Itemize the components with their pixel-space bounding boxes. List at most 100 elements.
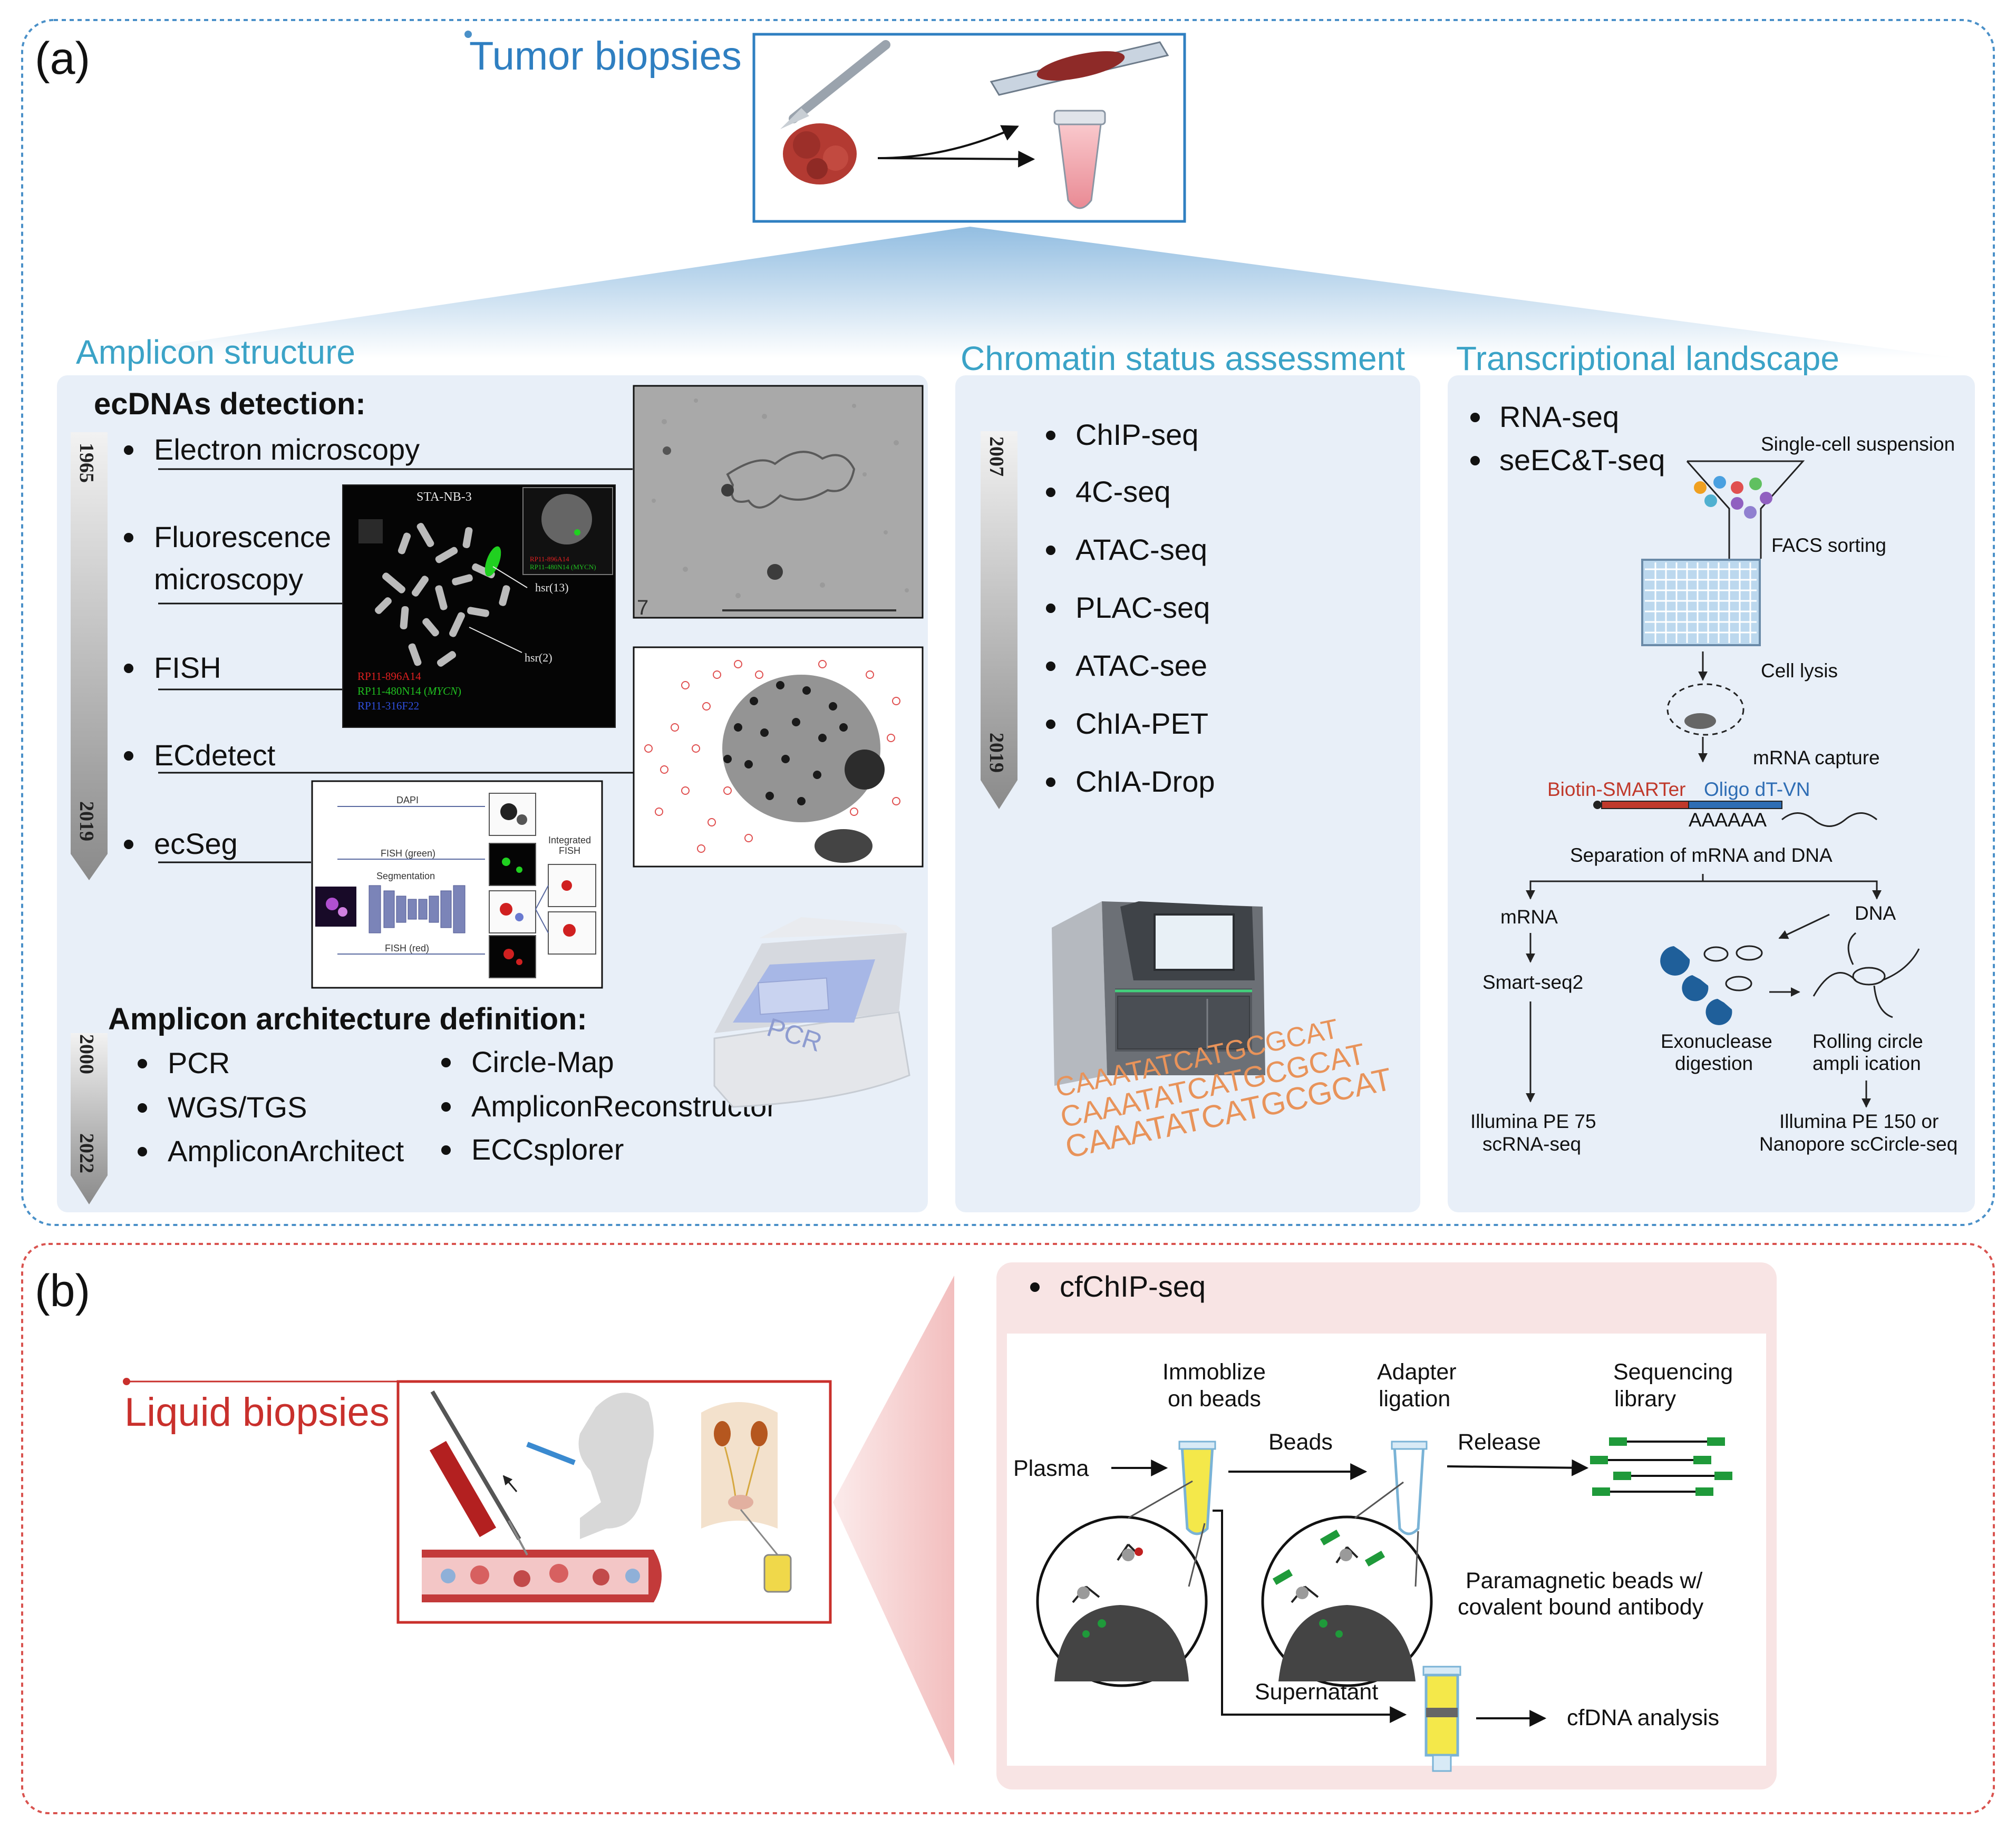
- chromatin-4c-seq: 4C-seq: [1075, 475, 1171, 508]
- arch-circle-map: Circle-Map: [471, 1045, 614, 1078]
- fish-probe3: RP11-316F22: [357, 699, 419, 712]
- illumina-75-label: Illumina PE 75: [1470, 1111, 1596, 1132]
- exonuclease-label: Exonuclease: [1661, 1030, 1772, 1052]
- item-fish: FISH: [154, 651, 221, 684]
- library-label: library: [1614, 1386, 1676, 1412]
- ecdetect-image: [633, 646, 924, 868]
- biotin-smarter-label: Biotin-SMARTer: [1547, 779, 1686, 800]
- biotin-bar: [1601, 801, 1689, 809]
- ecseg-dapi: DAPI: [396, 795, 419, 805]
- dna-label: DNA: [1855, 902, 1896, 924]
- ecseg-fish-red: FISH (red): [385, 943, 429, 954]
- beads-label: Beads: [1268, 1429, 1333, 1455]
- single-cell-label: Single-cell suspension: [1761, 433, 1955, 455]
- sequencer-illustration: [1052, 901, 1265, 1086]
- illumina-150-label: Illumina PE 150 or: [1779, 1111, 1939, 1132]
- arch-title: Amplicon architecture definition:: [108, 1002, 587, 1036]
- on-beads-label: on beads: [1168, 1386, 1261, 1412]
- ecseg-integrated: Integrated: [548, 835, 591, 845]
- transcription-panel: [1448, 375, 1975, 1212]
- rolling-circle-label: Rolling circle: [1813, 1030, 1923, 1052]
- timeline-detection: [71, 432, 108, 880]
- chromatin-chia-drop: ChIA-Drop: [1075, 765, 1215, 798]
- sequencing-library: [1590, 1437, 1732, 1496]
- cell-lysis-label: Cell lysis: [1761, 660, 1838, 682]
- fish-inset-probe1: RP11-896A14: [530, 555, 569, 563]
- ecseg-segmentation: Segmentation: [376, 871, 435, 881]
- seqlib-label: Sequencing: [1613, 1359, 1733, 1385]
- ecseg-integrated-fish: FISH: [559, 845, 580, 856]
- fish-hsr2: hsr(2): [525, 651, 553, 664]
- fish-probe2: RP11-480N14 (MYCN): [357, 685, 461, 697]
- timeline-start-2000: 2000: [75, 1034, 98, 1074]
- transcription-header: Transcriptional landscape: [1456, 339, 1839, 377]
- panel-a-label: (a): [35, 33, 90, 84]
- cfchip-workflow: Immoblize on beads Adapter ligation Sequ…: [1013, 1359, 1733, 1772]
- mrna-capture-label: mRNA capture: [1753, 747, 1880, 768]
- fish-hsr13: hsr(13): [535, 581, 569, 594]
- supernatant-label: Supernatant: [1255, 1679, 1378, 1705]
- timeline-end-2019: 2019: [75, 801, 98, 841]
- timeline-end-2022: 2022: [75, 1133, 98, 1173]
- nanopore-label: Nanopore scCircle-seq: [1759, 1133, 1957, 1155]
- cell-cluster: [1694, 476, 1772, 519]
- oligo-bar: [1688, 801, 1782, 809]
- panel-b-border: [21, 1243, 1995, 1814]
- arch-ampliconarchitect: AmpliconArchitect: [168, 1134, 404, 1168]
- panel-a-dot: [464, 31, 472, 38]
- fish-title: STA-NB-3: [416, 490, 472, 504]
- arch-pcr: PCR: [168, 1046, 230, 1079]
- transcription-list: RNA-seq seEC&T-seq: [1470, 400, 1665, 476]
- fish-inset-probe2: RP11-480N14 (MYCN): [530, 563, 596, 571]
- fish-probe1: RP11-896A14: [357, 670, 421, 683]
- ligation-label: ligation: [1379, 1386, 1450, 1412]
- timeline-chromatin: [981, 431, 1017, 809]
- amplicon-header: Amplicon structure: [76, 333, 355, 371]
- separation-label: Separation of mRNA and DNA: [1570, 844, 1833, 866]
- tube-adapter: [1393, 1444, 1425, 1535]
- liquid-biopsies-title: Liquid biopsies: [124, 1390, 390, 1435]
- release-label: Release: [1458, 1429, 1541, 1455]
- adapter-label: Adapter: [1377, 1359, 1457, 1385]
- chromatin-chia-pet: ChIA-PET: [1075, 707, 1208, 740]
- arch-wgs-tgs: WGS/TGS: [168, 1091, 307, 1124]
- pcr-machine-illustration: PCR: [713, 917, 910, 1108]
- item-fluorescence: Fluorescence: [154, 520, 331, 553]
- item-electron-microscopy: Electron microscopy: [154, 433, 420, 466]
- tumor-fan: [79, 227, 1961, 358]
- timeline-architecture: [71, 1033, 108, 1204]
- ecdna-detection-title: ecDNAs detection:: [94, 387, 366, 421]
- scrna-seq-label: scRNA-seq: [1482, 1133, 1581, 1155]
- digestion-label: digestion: [1675, 1053, 1753, 1074]
- fish-image: STA-NB-3 RP11-896A14 RP11-480N14 (MYCN): [342, 484, 616, 728]
- tumor-illustration: [780, 40, 1169, 209]
- timeline-start-1965: 1965: [75, 443, 98, 483]
- tube-supernatant: [1422, 1666, 1461, 1772]
- tumor-biopsies-title: Tumor biopsies: [469, 34, 742, 79]
- well-plate-grid: [1645, 562, 1757, 643]
- timeline-end-2019-chromatin: 2019: [985, 733, 1007, 773]
- item-rna-seq: RNA-seq: [1499, 400, 1619, 433]
- ecseg-image: DAPI FISH (green) Segmentation FISH (red…: [311, 780, 603, 989]
- amplification-label: ampli ication: [1813, 1053, 1921, 1074]
- chromatin-atac-see: ATAC-see: [1075, 649, 1207, 682]
- ecseg-fish-green: FISH (green): [381, 848, 435, 859]
- chromatin-header: Chromatin status assessment: [961, 339, 1405, 377]
- smart-seq2-label: Smart-seq2: [1482, 971, 1583, 993]
- chromatin-atac-seq: ATAC-seq: [1075, 533, 1207, 566]
- electron-microscopy-image: 7: [633, 385, 924, 619]
- chromatin-list: ChIP-seq 4C-seq ATAC-seq PLAC-seq ATAC-s…: [1046, 418, 1215, 798]
- paramagnetic-label: Paramagnetic beads w/: [1466, 1568, 1702, 1593]
- facs-label: FACS sorting: [1771, 534, 1886, 556]
- immobilize-label: Immoblize: [1162, 1359, 1266, 1385]
- polya-label: AAAAAA: [1689, 809, 1767, 831]
- oligo-dt-label: Oligo dT-VN: [1704, 779, 1810, 800]
- arch-eccsplorer: ECCsplorer: [471, 1133, 624, 1166]
- panel-b-label: (b): [35, 1266, 90, 1316]
- detection-list: Electron microscopy Fluorescence microsc…: [124, 433, 635, 863]
- chromatin-plac-seq: PLAC-seq: [1075, 591, 1210, 624]
- transcription-workflow: Single-cell suspension FACS sorting Cell…: [1470, 433, 1957, 1155]
- lysed-cell: [1666, 683, 1744, 736]
